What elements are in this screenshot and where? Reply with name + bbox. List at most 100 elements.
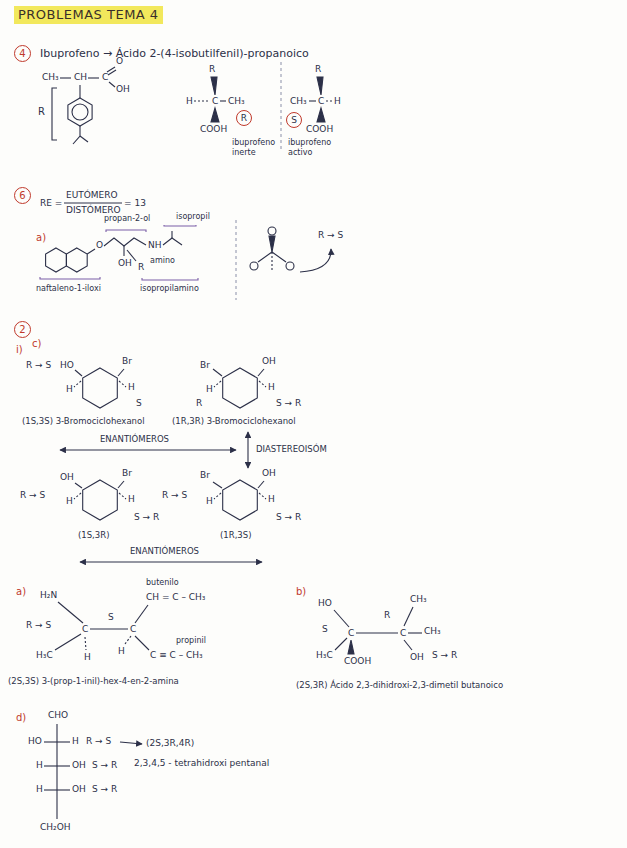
compound-name: (2S,3R) Ácido 2,3-dihidroxi-2,3-dimetil … xyxy=(296,680,503,690)
atom-label: Br xyxy=(122,356,132,367)
atom-label: CH₃ xyxy=(228,96,245,107)
acid-structure xyxy=(404,640,412,650)
atom-label: H xyxy=(36,760,43,771)
section-letter: b) xyxy=(296,586,306,598)
ibuprofen-stereo-r xyxy=(211,108,219,122)
stereo-sketch xyxy=(268,227,276,235)
atom-label: Br xyxy=(200,360,210,371)
propranolol-structure xyxy=(87,249,95,254)
atom-label: C xyxy=(348,628,354,639)
section-letter: a) xyxy=(16,586,26,598)
annotation-text: ibuprofeno activo xyxy=(288,138,334,157)
atom-label: CH₂OH xyxy=(40,822,71,833)
stereo-descriptor: R → S xyxy=(26,360,51,371)
propranolol-structure xyxy=(163,238,182,245)
atom-label: HO xyxy=(28,736,42,747)
atom-label: OH xyxy=(116,84,130,95)
propranolol-structure xyxy=(66,248,87,272)
atom-label: C xyxy=(130,624,136,635)
cyclohexane-ring xyxy=(259,493,266,499)
stereo-descriptor: R → S xyxy=(20,490,45,501)
ibuprofen-structure xyxy=(60,77,71,78)
cyclohexane-ring xyxy=(214,381,221,387)
ibuprofen-structure xyxy=(109,82,115,87)
atom-label: HO xyxy=(60,360,74,371)
ibuprofen-structure xyxy=(108,70,116,75)
atom-label: O xyxy=(96,240,103,251)
atom-label: C ≡ C – CH₃ xyxy=(150,650,203,661)
separator-line xyxy=(236,220,237,300)
stereo-descriptor: R → S xyxy=(26,620,51,631)
atom-label: C xyxy=(82,624,88,635)
atom-label: CHO xyxy=(48,710,68,721)
atom-label: OH xyxy=(118,258,132,269)
stereo-descriptor: R → S xyxy=(318,230,343,241)
atom-label: R xyxy=(209,64,215,75)
configuration-circle: R xyxy=(236,110,252,126)
atom-label: O xyxy=(116,56,123,67)
amine-structure xyxy=(135,605,148,623)
cyclohexane-ring xyxy=(213,369,222,376)
amine-structure xyxy=(55,602,149,650)
ibuprofen-structure xyxy=(88,77,99,78)
amine-structure xyxy=(125,636,131,644)
cyclohexane-ring xyxy=(74,493,81,499)
circled-text: R xyxy=(241,114,247,123)
configuration-circle: S xyxy=(286,112,302,128)
amine-structure xyxy=(55,634,81,650)
compound-name: (1R,3R) 3-Bromociclohexanol xyxy=(172,416,296,426)
atom-label: H xyxy=(118,646,125,657)
stereo-sketch xyxy=(271,252,272,272)
compound-name: (1S,3S) 3-Bromociclohexanol xyxy=(22,416,145,426)
atom-label: R xyxy=(38,106,45,118)
problem-number: 6 xyxy=(14,187,31,204)
fraction-bar xyxy=(64,203,122,204)
annotation-text: Ibuprofeno → Ácido 2-(4-isobutilfenil)-p… xyxy=(40,47,309,60)
atom-label: H xyxy=(206,496,213,507)
section-letter: d) xyxy=(16,712,26,724)
atom-label: Br xyxy=(122,468,132,479)
compound-name: 2,3,4,5 - tetrahidroxi pentanal xyxy=(134,758,269,769)
ibuprofen-structure xyxy=(68,98,92,126)
cyclohexane-ring xyxy=(213,482,222,488)
stereo-descriptor: S xyxy=(108,612,114,623)
compound-name: (1S,3R) xyxy=(78,530,109,540)
atom-label: CH₃ xyxy=(42,72,59,83)
stereo-descriptor: S → R xyxy=(92,784,117,795)
atom-label: HO xyxy=(318,598,332,609)
stereo-descriptor: S xyxy=(136,398,142,409)
atom-label: H₃C xyxy=(316,650,333,661)
atom-label: H xyxy=(66,496,73,507)
amine-structure xyxy=(85,637,86,650)
acid-structure xyxy=(335,638,347,650)
propranolol-structure xyxy=(104,238,146,246)
stereo-descriptor: (2S,3R,4R) xyxy=(146,738,194,749)
propranolol-structure xyxy=(40,277,100,279)
cyclohexane-ring xyxy=(83,368,118,408)
atom-label: OH xyxy=(262,468,276,479)
separator-line xyxy=(281,62,282,150)
fischer-projection xyxy=(44,724,142,819)
propranolol-structure xyxy=(40,225,198,280)
fischer-projection xyxy=(44,741,70,742)
ibuprofen-stereo-r xyxy=(194,100,210,101)
stereo-descriptor: S → R xyxy=(134,512,159,523)
cyclohexane-ring xyxy=(75,483,82,488)
atom-label: OH xyxy=(60,472,74,483)
atom-label: R xyxy=(315,64,321,75)
cyclohexane-ring xyxy=(118,481,124,488)
ibuprofen-structure xyxy=(72,104,88,120)
fischer-projection xyxy=(120,742,142,744)
atom-label: CH₃ xyxy=(410,594,427,605)
atom-label: H xyxy=(84,652,91,663)
stereo-sketch xyxy=(269,236,275,252)
annotation-text: = 13 xyxy=(124,198,146,209)
acid-structure xyxy=(334,610,349,627)
section-letter: c) xyxy=(32,338,41,350)
annotation-text: EUTÓMERO xyxy=(66,190,118,201)
atom-label: H xyxy=(128,382,135,393)
cyclohexane-ring xyxy=(258,369,264,376)
section-letter: i) xyxy=(16,344,23,356)
circled-text: 6 xyxy=(19,191,25,201)
relation-arrow xyxy=(247,432,248,468)
